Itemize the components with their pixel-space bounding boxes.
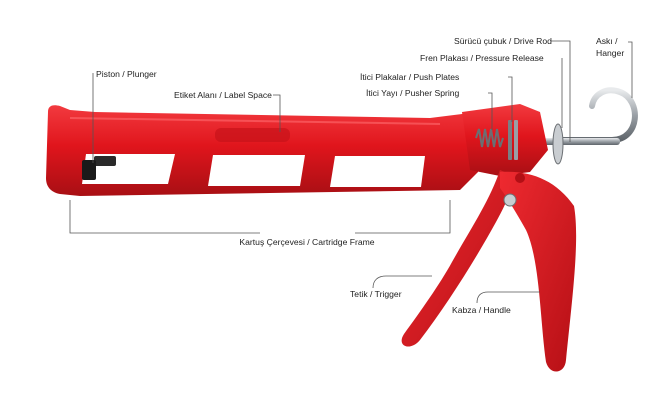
label-pusher-spring: İtici Yayı / Pusher Spring <box>366 88 460 98</box>
piston <box>82 156 116 180</box>
push-plates <box>508 120 518 160</box>
trigger <box>401 170 514 347</box>
pressure-release-plate <box>552 123 564 165</box>
pusher-spring <box>475 128 504 148</box>
label-piston: Piston / Plunger <box>96 69 157 79</box>
frame-window-3 <box>330 156 425 187</box>
label-hanger-line1: Askı / <box>596 36 618 46</box>
label-space-plate <box>215 128 290 142</box>
pivot-bolt <box>503 173 525 207</box>
handle <box>500 171 577 372</box>
label-label-space: Etiket Alanı / Label Space <box>174 90 272 100</box>
hanger-hook <box>552 87 638 143</box>
label-hanger-line2: Hanger <box>596 48 624 58</box>
leader-lines <box>69 40 633 304</box>
label-pressure-release: Fren Plakası / Pressure Release <box>420 53 544 63</box>
label-cartridge-frame: Kartuş Çerçevesi / Cartridge Frame <box>239 237 374 247</box>
label-handle: Kabza / Handle <box>452 305 511 315</box>
cartridge-frame-body <box>46 105 478 196</box>
label-drive-rod: Sürücü çubuk / Drive Rod <box>454 36 552 46</box>
frame-window-2 <box>208 155 305 186</box>
label-trigger: Tetik / Trigger <box>350 289 402 299</box>
front-housing <box>462 104 548 176</box>
label-push-plates: İtici Plakalar / Push Plates <box>360 72 459 82</box>
